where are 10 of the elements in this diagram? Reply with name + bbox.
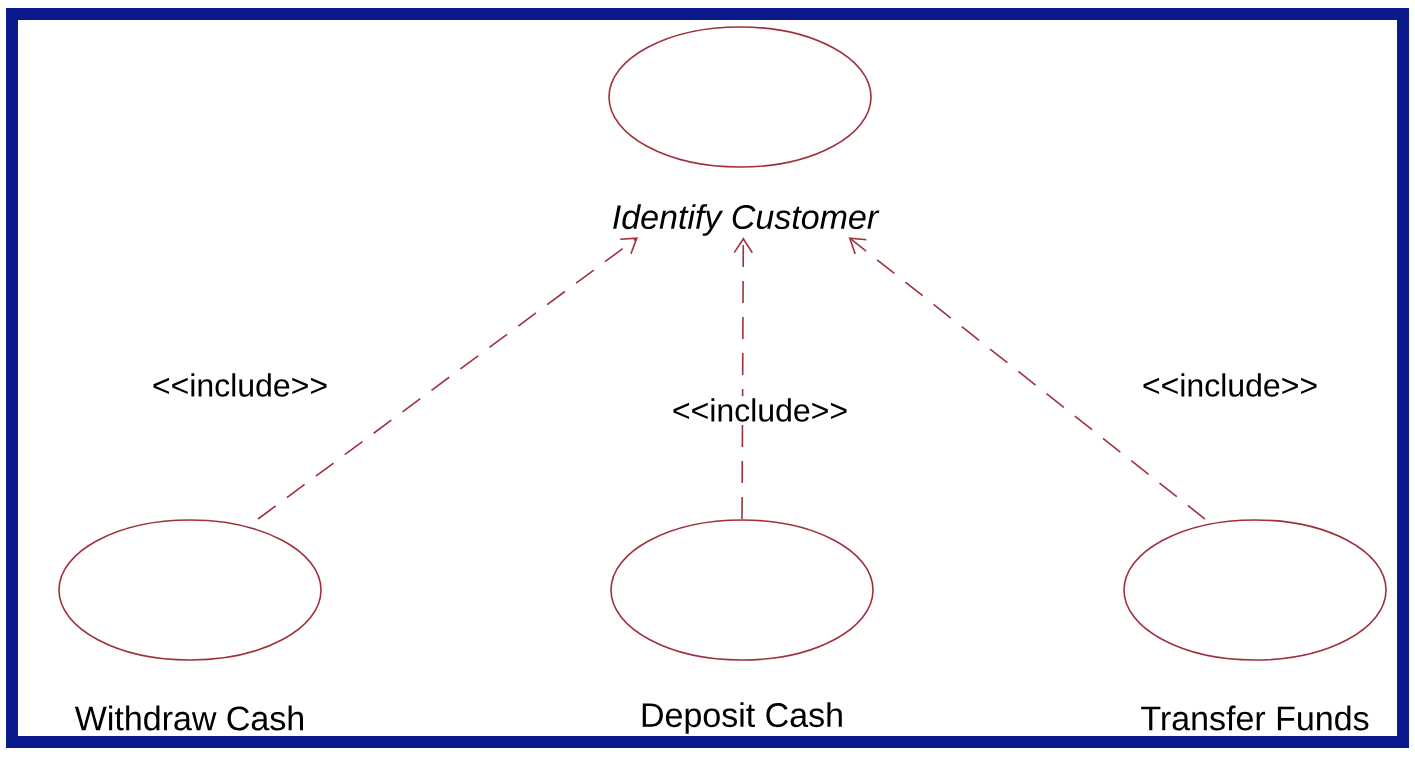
include-arrow [848, 237, 1206, 520]
edge-label: <<include>> [149, 371, 331, 399]
edge-label: <<include>> [669, 396, 851, 424]
use-case-name: Identify Customer [613, 204, 880, 236]
use-case-name: Withdraw Cash [74, 705, 303, 731]
include-arrow [257, 237, 638, 520]
edge-label: <<include>> [1139, 371, 1321, 399]
use-case-name: Deposit Cash [642, 702, 842, 734]
include-arrow [733, 237, 754, 520]
use-case-name: Transfer Funds [1141, 705, 1369, 731]
